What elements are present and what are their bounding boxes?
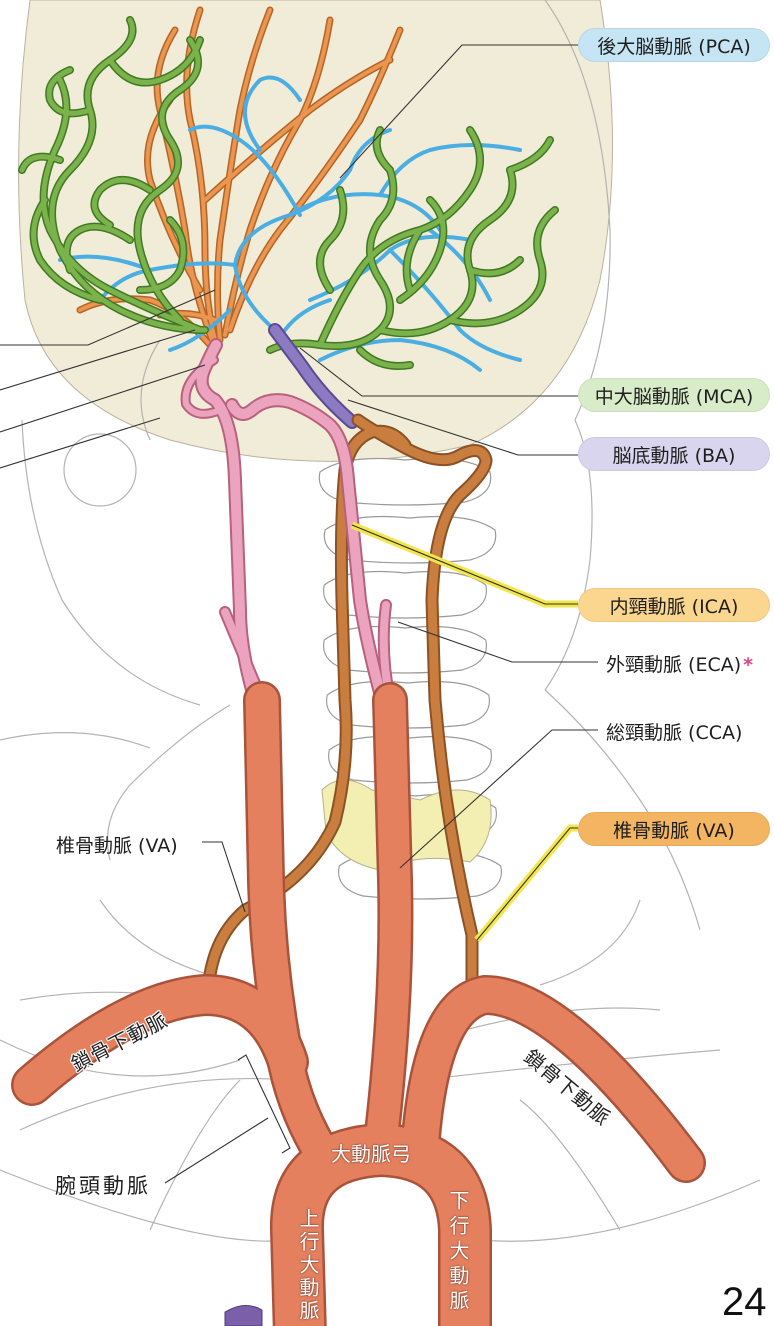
cca-label: 総頸動脈 (CCA)	[606, 718, 742, 745]
va-right-label-text: 椎骨動脈 (VA)	[613, 816, 735, 843]
mca-label-text: 中大脳動脈 (MCA)	[595, 382, 754, 409]
mca-label: 中大脳動脈 (MCA)	[578, 378, 770, 412]
page-number: 24	[722, 1280, 767, 1325]
ba-label: 脳底動脈 (BA)	[578, 437, 770, 471]
va-left-label: 椎骨動脈 (VA)	[56, 831, 178, 858]
ica-label: 内頸動脈 (ICA)	[578, 588, 770, 622]
aortic-arch-label: 大動脈弓	[331, 1138, 411, 1167]
eca-label-text: 外頸動脈 (ECA)	[606, 654, 741, 676]
pca-label-text: 後大脳動脈 (PCA)	[597, 32, 751, 59]
left-common-carotid	[380, 700, 395, 1150]
ba-label-text: 脳底動脈 (BA)	[613, 441, 736, 468]
descending-aorta-label: 下行大動脈	[444, 1190, 473, 1315]
right-common-carotid	[262, 700, 320, 1150]
brachiocephalic-label: 腕頭動脈	[55, 1170, 151, 1200]
pca-label: 後大脳動脈 (PCA)	[578, 28, 770, 62]
ascending-aorta-label: 上行大動脈	[294, 1208, 323, 1323]
va-left-leader	[202, 842, 245, 912]
eca-label: 外頸動脈 (ECA)*	[606, 650, 753, 677]
brachiocephalic-leader	[165, 1118, 268, 1183]
vein-segment	[225, 1305, 262, 1326]
ica-label-text: 内頸動脈 (ICA)	[610, 592, 739, 619]
eca-asterisk: *	[743, 654, 753, 676]
left-edge-leader	[0, 418, 160, 468]
va-right-label: 椎骨動脈 (VA)	[578, 812, 770, 846]
